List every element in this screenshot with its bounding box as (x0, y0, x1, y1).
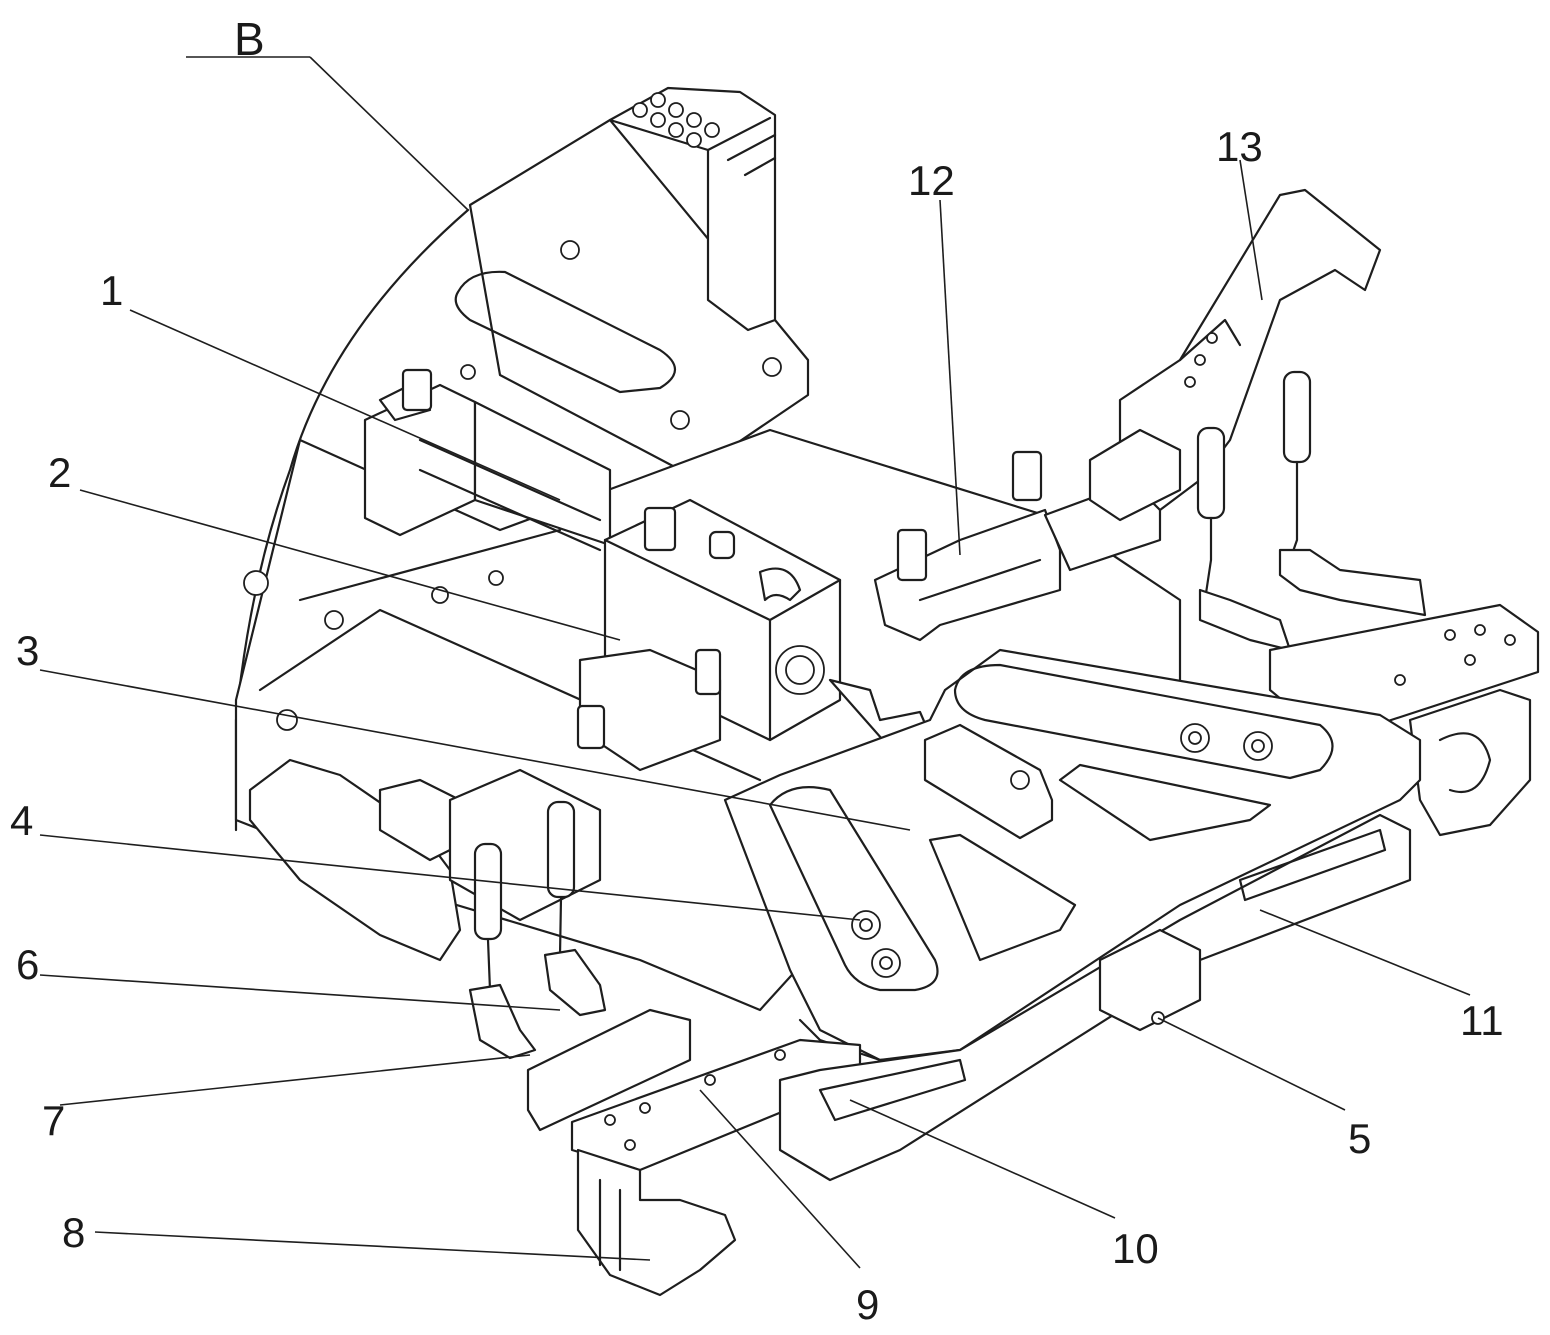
part-label-11: 11 (1460, 997, 1504, 1044)
right-clamp-arm (1088, 188, 1382, 522)
detail-view-boundary (186, 56, 470, 832)
part-label-10: 10 (1112, 1225, 1159, 1272)
clamp-block (923, 723, 1054, 840)
part-label-13: 13 (1216, 123, 1263, 170)
part-label-12: 12 (908, 157, 955, 204)
part-label-2: 2 (48, 449, 72, 496)
part-label-4: 4 (10, 797, 34, 844)
sensor-cables-right (1196, 370, 1427, 652)
detail-label-b: B (234, 13, 265, 65)
part-label-1: 1 (100, 267, 124, 314)
part-label-7: 7 (42, 1097, 66, 1144)
linear-guide (778, 813, 1412, 1182)
right-end-bar (1268, 603, 1540, 837)
transfer-plate (723, 648, 1422, 1062)
part-label-6: 6 (16, 941, 40, 988)
leader-lines (39, 159, 1471, 1269)
part-label-8: 8 (62, 1209, 86, 1256)
part-label-3: 3 (16, 627, 40, 674)
part-label-9: 9 (856, 1281, 880, 1328)
part-label-5: 5 (1348, 1115, 1372, 1162)
valve-block (608, 86, 777, 332)
left-gripper-assembly (248, 648, 722, 1060)
